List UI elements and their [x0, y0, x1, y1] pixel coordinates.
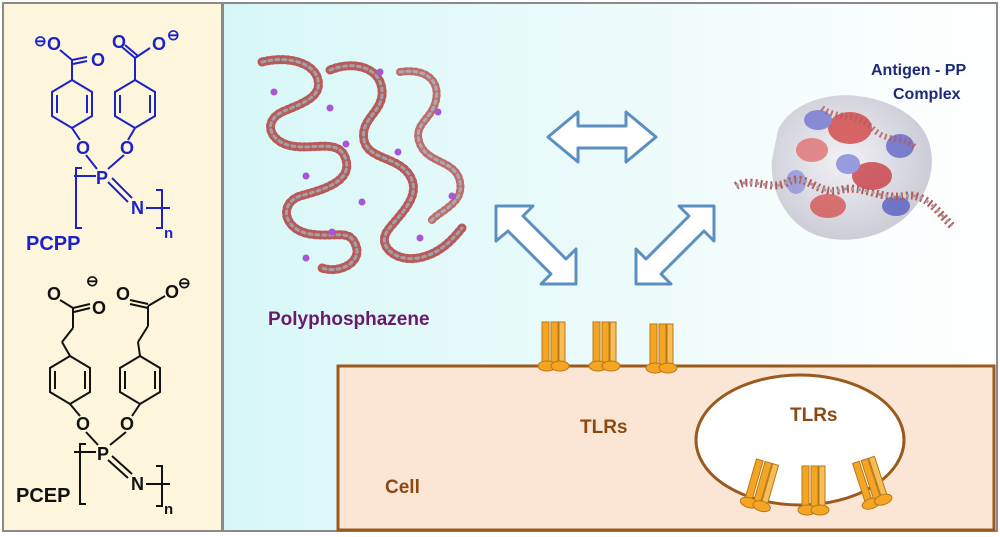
pcpp-o-ether-left: O: [76, 138, 90, 158]
pcpp-charge-left: ⊖: [34, 33, 47, 50]
antigen-complex: [733, 95, 955, 240]
pcpp-n-atom: N: [131, 198, 144, 218]
pcep-repeat-n: n: [164, 501, 173, 518]
double-arrow-horizontal: [546, 110, 658, 164]
pcep-o-carbonyl-left: O: [92, 298, 106, 318]
cell-label: Cell: [385, 477, 420, 498]
pcep-charge-left: ⊖: [86, 273, 99, 290]
double-arrow-right-diagonal: [634, 204, 716, 286]
pcep-o-ether-left: O: [76, 414, 90, 434]
pcep-o-carbonyl-right: O: [116, 284, 130, 304]
pcpp-o-carbonyl-left: O: [91, 50, 105, 70]
endosome: [694, 373, 906, 507]
pcpp-o-ether-right: O: [120, 138, 134, 158]
pcep-o-carboxylate-right: O: [165, 282, 179, 302]
receptor-endosome-2: [797, 465, 830, 516]
pcpp-p-atom: P: [96, 168, 108, 188]
pcpp-name: PCPP: [26, 233, 80, 255]
polyphosphazene-label: Polyphosphazene: [268, 309, 430, 330]
pcep-charge-right: ⊖: [178, 275, 191, 292]
pcpp-structure: [51, 44, 170, 229]
pcpp-o-carbonyl-right: O: [112, 32, 126, 52]
pcpp-charge-right: ⊖: [167, 27, 180, 44]
structures-panel: [2, 2, 223, 532]
pcep-labels: O O ⊖ O O ⊖ O O P N n PCEP: [16, 273, 191, 518]
pcep-name: PCEP: [16, 485, 70, 507]
complex-label-line1: Antigen - PP: [871, 62, 966, 79]
receptor-surface-2: [588, 321, 621, 372]
pcpp-o-carboxylate-right: O: [152, 34, 166, 54]
polyphosphazene-coil: [257, 55, 467, 274]
interaction-arrows: [494, 110, 716, 286]
pcep-p-atom: P: [97, 444, 109, 464]
pcpp-o-carboxylate-left: O: [47, 34, 61, 54]
pcpp-repeat-n: n: [164, 225, 173, 242]
complex-label-line2: Complex: [893, 86, 961, 103]
pcep-o-carboxylate-left: O: [47, 284, 61, 304]
tlrs-surface-label: TLRs: [580, 417, 628, 438]
double-arrow-left-diagonal: [494, 204, 578, 286]
receptor-surface-3: [645, 323, 678, 374]
pcep-o-ether-right: O: [120, 414, 134, 434]
pcep-structure: [49, 295, 170, 507]
receptor-surface-1: [537, 321, 570, 372]
pcep-n-atom: N: [131, 474, 144, 494]
pcpp-labels: O O ⊖ O O ⊖ O O P N n PCPP: [26, 27, 180, 255]
tlrs-endosome-label: TLRs: [790, 405, 838, 426]
